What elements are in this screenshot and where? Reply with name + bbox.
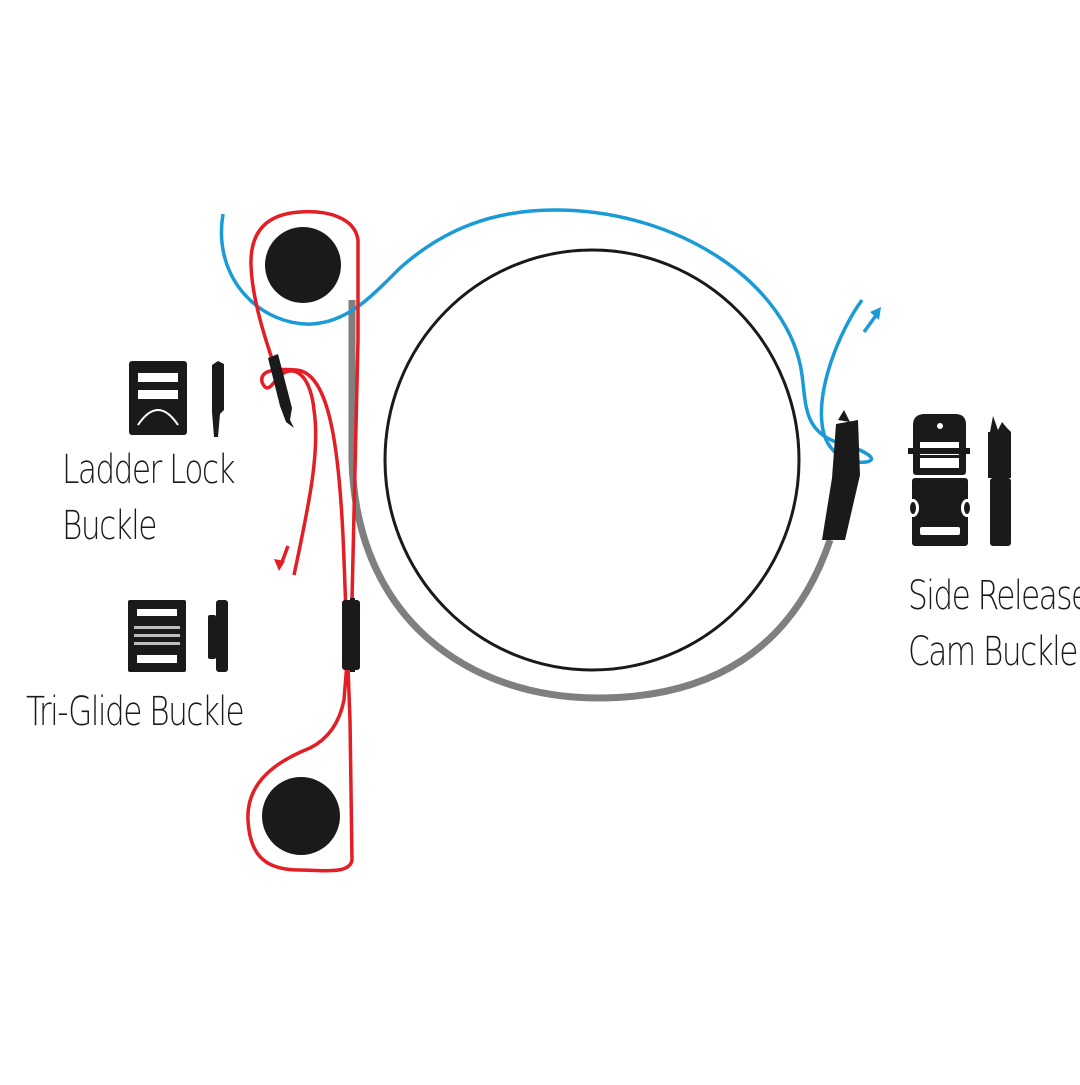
- anchor-bottom: [262, 777, 340, 855]
- ladder-lock-label-line1: Ladder Lock: [62, 447, 236, 493]
- side-release-cam-front-icon: [907, 414, 973, 546]
- side-release-cam-side-icon: [988, 416, 1011, 546]
- ladder-lock-on-strap: [268, 354, 294, 428]
- side-release-label-line1: Side Release: [908, 573, 1080, 619]
- ladder-lock-front-icon: [129, 361, 187, 435]
- gray-strap: [348, 300, 834, 702]
- side-release-label-line2: Cam Buckle: [908, 629, 1078, 675]
- tri-glide-on-strap: [342, 598, 360, 672]
- blue-arrow-head: [870, 307, 881, 320]
- tri-glide-front-icon: [128, 600, 186, 672]
- red-arrow-stem: [280, 545, 290, 563]
- tri-glide-side-icon: [208, 600, 228, 672]
- ring: [383, 248, 801, 672]
- tri-glide-label: Tri-Glide Buckle: [26, 684, 245, 740]
- ladder-lock-label: Ladder Lock Buckle: [62, 442, 236, 554]
- ladder-lock-side-icon: [212, 361, 224, 437]
- tri-glide-label-line: Tri-Glide Buckle: [26, 689, 245, 735]
- red-arrow-head: [274, 559, 285, 571]
- side-release-label: Side Release Cam Buckle: [908, 568, 1080, 680]
- ladder-lock-label-line2: Buckle: [62, 503, 157, 549]
- blue-arrow-stem: [862, 312, 879, 334]
- side-release-on-strap: [822, 410, 860, 540]
- anchor-top: [265, 227, 341, 303]
